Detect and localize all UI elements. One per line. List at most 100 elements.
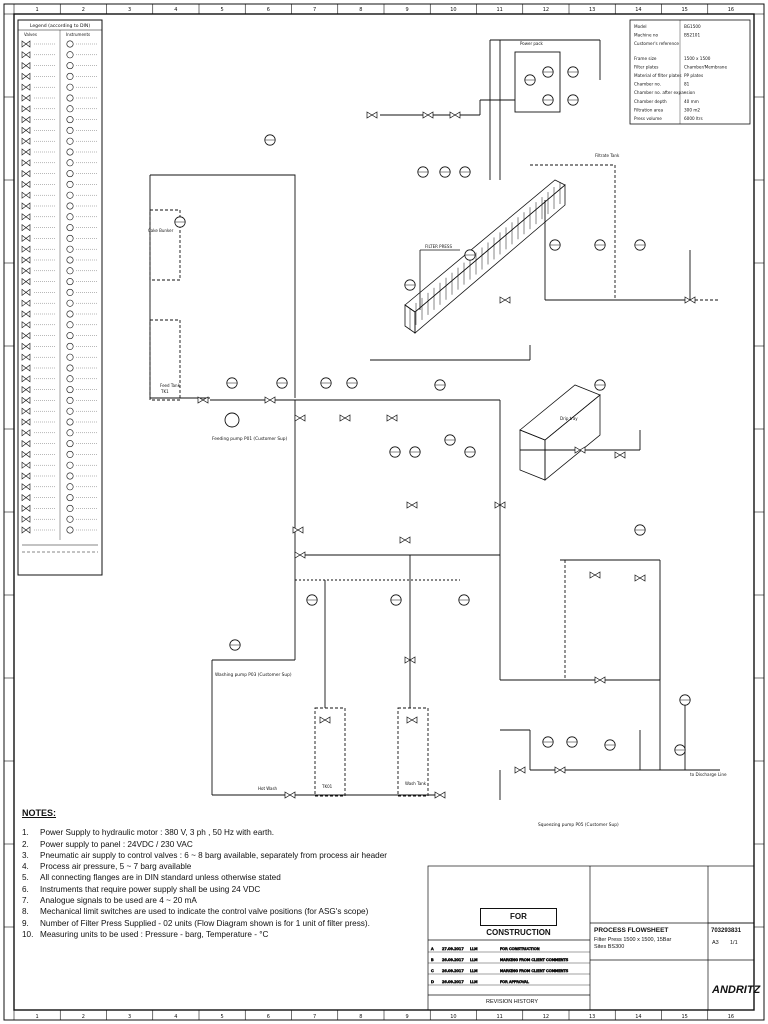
note-text: Mechanical limit switches are used to in… (40, 907, 369, 917)
grid-col-label: 5 (221, 1014, 224, 1020)
valve-icon (404, 656, 416, 664)
revision-date: 26.09.2017 (442, 968, 464, 973)
legend-instrument-icon (66, 105, 74, 113)
legend-instrument-icon (66, 148, 74, 156)
legend-instrument-icon (66, 342, 74, 350)
note-item: 6.Instruments that require power supply … (22, 884, 462, 895)
revision-description: FOR APPROVAL (500, 979, 530, 984)
legend-instrument-icon (66, 245, 74, 253)
info-row-value: 300 m2 (684, 107, 700, 112)
grid-col-label: 12 (543, 1014, 549, 1020)
info-row-value: 6000 ltrs (684, 116, 703, 121)
legend-valve-icon (21, 407, 31, 415)
revision-date: 26.09.2017 (442, 957, 464, 962)
info-row-label: Press volume (634, 116, 662, 121)
grid-reference-ticks: 1122334455667788991010111112121313141415… (4, 4, 764, 1020)
legend-valve-icon (21, 267, 31, 275)
revision-description: MARKING FROM CLIENT COMMENTS (500, 968, 569, 973)
revision-author: LLM (470, 979, 478, 984)
grid-col-label: 10 (450, 1014, 456, 1020)
revision-letter: D (431, 979, 434, 984)
legend-valve-icon (21, 288, 31, 296)
hot-wash-label: Hot Wash (258, 786, 278, 791)
drawing-subtitle-2: Sites BS300 (594, 944, 625, 950)
legend-valve-icon (21, 137, 31, 145)
sheet-size: A3 (712, 940, 719, 946)
valve-icon (422, 111, 434, 119)
legend-valve-icon (21, 396, 31, 404)
legend-valve-icon (21, 180, 31, 188)
legend-valve-icon (21, 278, 31, 286)
legend-valve-icon (21, 105, 31, 113)
sheet-number: 1/1 (730, 940, 738, 946)
legend-valve-icon (21, 256, 31, 264)
legend-valve-icon (21, 299, 31, 307)
note-text: All connecting flanges are in DIN standa… (40, 873, 281, 883)
note-number: 8. (22, 907, 29, 917)
legend-instrument-icon (66, 472, 74, 480)
grid-col-label: 10 (450, 7, 456, 13)
legend-valve-icon (21, 116, 31, 124)
feed-tank-label: Feed Tank (160, 383, 181, 388)
legend-instrument-icon (66, 180, 74, 188)
legend-instrument-icon (66, 310, 74, 318)
legend-valve-icon (21, 342, 31, 350)
for-construction-stamp: FOR CONSTRUCTION (480, 908, 557, 937)
legend-valve-icon (21, 375, 31, 383)
note-text: Analogue signals to be used are 4 ~ 20 m… (40, 896, 197, 906)
legend-instrument-icon (66, 213, 74, 221)
note-item: 10.Measuring units to be used : Pressure… (22, 929, 462, 940)
grid-col-label: 4 (174, 7, 177, 13)
legend-instrument-icon (66, 137, 74, 145)
legend-instrument-icon (66, 72, 74, 80)
grid-col-label: 16 (728, 7, 734, 13)
grid-col-label: 4 (174, 1014, 177, 1020)
legend-instrument-icon (66, 375, 74, 383)
legend-valve-icon (21, 418, 31, 426)
drip-tray-label: Drip tray (560, 416, 578, 421)
valve-icon (589, 571, 601, 579)
legend-instrument-icon (66, 40, 74, 48)
legend-valve-icon (21, 62, 31, 70)
info-row-value: 81 (684, 82, 690, 87)
note-item: 7.Analogue signals to be used are 4 ~ 20… (22, 895, 462, 906)
legend-valve-icon (21, 94, 31, 102)
legend-instrument-icon (66, 332, 74, 340)
notes-list: 1.Power Supply to hydraulic motor : 380 … (22, 827, 462, 940)
grid-col-label: 15 (681, 1014, 687, 1020)
valve-icon (449, 111, 461, 119)
grid-col-label: 11 (496, 1014, 502, 1020)
revision-author: LLM (470, 968, 478, 973)
note-item: 1.Power Supply to hydraulic motor : 380 … (22, 827, 462, 838)
valve-icon (264, 396, 276, 404)
legend-instrument-icon (66, 267, 74, 275)
cake-bunker-label: Cake Bunker (148, 228, 174, 233)
legend-valve-icon (21, 494, 31, 502)
revision-letter: C (431, 968, 434, 973)
note-text: Measuring units to be used : Pressure - … (40, 929, 269, 939)
legend-instrument-icon (66, 494, 74, 502)
revision-history-label: REVISION HISTORY (486, 999, 539, 1005)
note-text: Power supply to panel : 24VDC / 230 VAC (40, 839, 193, 849)
legend-valve-icon (21, 72, 31, 80)
legend-valve-icon (21, 83, 31, 91)
legend-valve-icon (21, 386, 31, 394)
grid-col-label: 9 (406, 7, 409, 13)
legend-valve-icon (21, 51, 31, 59)
legend-instrument-icon (66, 526, 74, 534)
filter-press-label: FILTER PRESS (425, 244, 452, 249)
grid-col-label: 2 (82, 1014, 85, 1020)
note-item: 8. Mechanical limit switches are used to … (22, 906, 462, 917)
legend-valve-icon (21, 245, 31, 253)
revision-date: 26.09.2017 (442, 979, 464, 984)
info-row-value: 40 mm (684, 99, 699, 104)
legend-instrument-icon (66, 364, 74, 372)
valve-icon (499, 296, 511, 304)
info-row-label: Filtration area (634, 107, 663, 112)
grid-col-label: 12 (543, 7, 549, 13)
legend-valve-icon (21, 148, 31, 156)
legend-instrument-icon (66, 461, 74, 469)
info-row-value: BG1500 (684, 24, 701, 29)
legend-valve-icon (21, 159, 31, 167)
